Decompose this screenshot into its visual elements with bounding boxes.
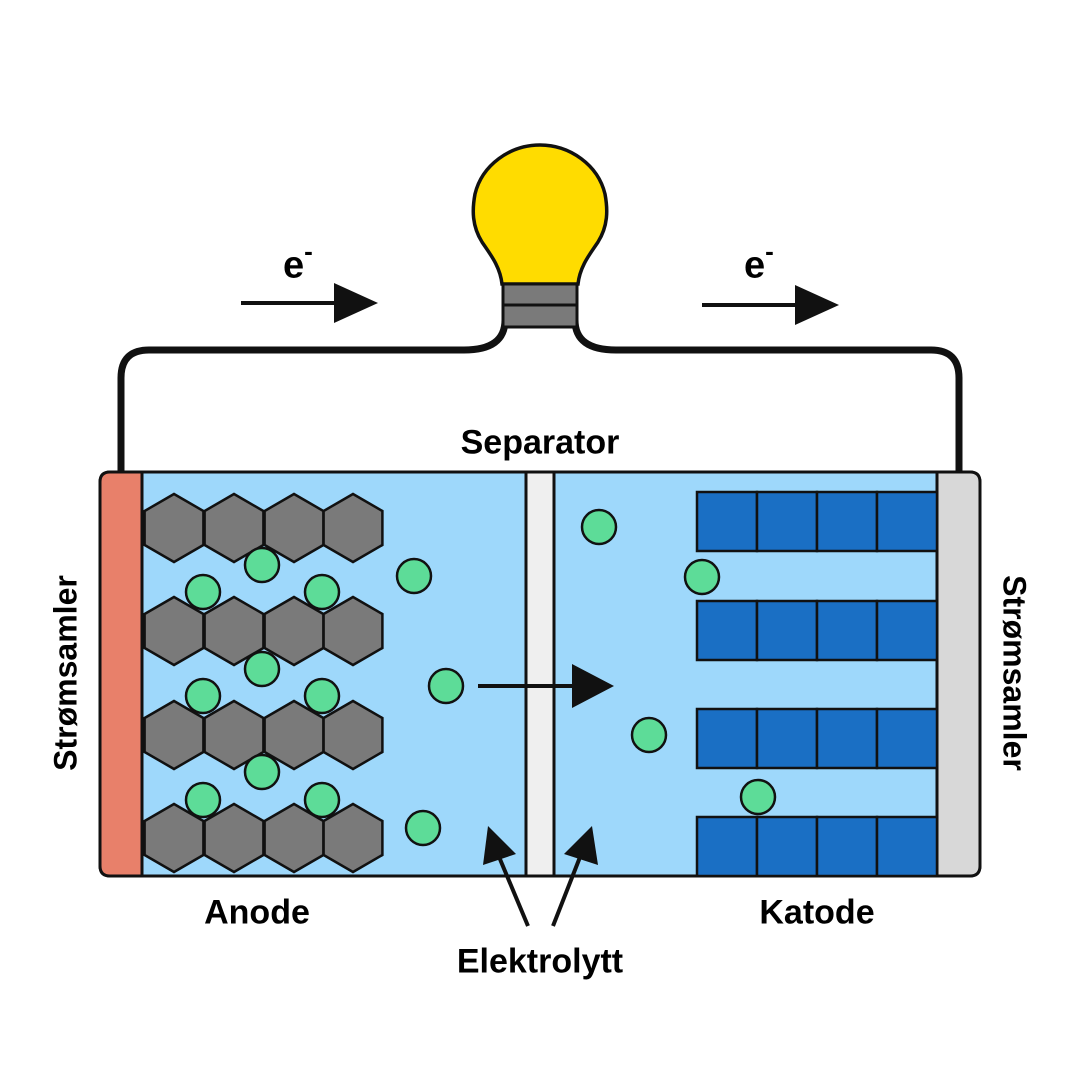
cathode-block: [695, 490, 759, 553]
graphite-hexagon: [322, 595, 384, 667]
cathode-block: [755, 707, 819, 770]
lithium-ion: [427, 667, 465, 705]
cathode-block: [815, 490, 879, 553]
lithium-ion: [184, 677, 222, 715]
cathode-block: [695, 599, 759, 662]
lithium-ion: [395, 557, 433, 595]
cathode-block: [875, 599, 939, 662]
electron-label-right: e-: [744, 236, 774, 288]
cathode-block: [815, 599, 879, 662]
electrolyte-pointer-arrow-left: [483, 826, 530, 927]
electron-label-left: e-: [283, 236, 313, 288]
electron-arrow-right: [702, 285, 839, 325]
lithium-ions: [184, 508, 777, 847]
separator-label: Separator: [460, 423, 620, 462]
cathode-block: [815, 815, 879, 878]
electron-symbol: e: [744, 244, 766, 287]
lithium-ion: [243, 546, 281, 584]
lithium-ion: [580, 508, 618, 546]
electron-symbol: e: [283, 244, 305, 287]
cathode-layers: [695, 490, 939, 878]
graphite-hexagon: [322, 802, 384, 874]
separator: [524, 470, 556, 878]
ion-flow-arrow: [478, 664, 614, 708]
electrolyte-pointer-arrow-right: [551, 826, 598, 927]
bulb-base-bottom: [501, 303, 579, 329]
lithium-ion: [739, 778, 777, 816]
lithium-ion: [243, 650, 281, 688]
light-bulb-icon: [471, 143, 609, 329]
cathode-block: [695, 707, 759, 770]
bulb-base-top: [501, 282, 579, 307]
electron-arrow-left: [241, 283, 378, 323]
lithium-ion: [184, 573, 222, 611]
lithium-ion: [303, 573, 341, 611]
cathode-block: [695, 815, 759, 878]
graphite-hexagon: [322, 492, 384, 564]
lithium-ion: [303, 677, 341, 715]
lithium-ion: [630, 716, 668, 754]
cathode-block: [755, 815, 819, 878]
lithium-ion: [683, 558, 721, 596]
cathode-label: Katode: [759, 893, 875, 932]
graphite-hexagon: [322, 699, 384, 771]
cathode-block: [875, 815, 939, 878]
lithium-ion: [243, 753, 281, 791]
anode-label: Anode: [204, 893, 310, 932]
circuit-wire: [117, 316, 963, 476]
anode-graphite-layers: [143, 492, 384, 874]
cathode-block: [875, 490, 939, 553]
current-collector-label-right: Strømsamler: [996, 575, 1033, 771]
anode-current-collector: [98, 470, 144, 878]
lithium-ion: [184, 781, 222, 819]
electron-charge: -: [304, 236, 313, 266]
lithium-ion: [303, 781, 341, 819]
bulb-glass: [471, 143, 609, 286]
cathode-block: [755, 599, 819, 662]
electrolyte-label: Elektrolytt: [456, 942, 624, 981]
cathode-current-collector: [935, 470, 982, 878]
cathode-block: [815, 707, 879, 770]
electron-charge: -: [765, 236, 774, 266]
cathode-block: [875, 707, 939, 770]
lithium-ion: [404, 809, 442, 847]
current-collector-label-left: Strømsamler: [47, 575, 84, 771]
cathode-block: [755, 490, 819, 553]
